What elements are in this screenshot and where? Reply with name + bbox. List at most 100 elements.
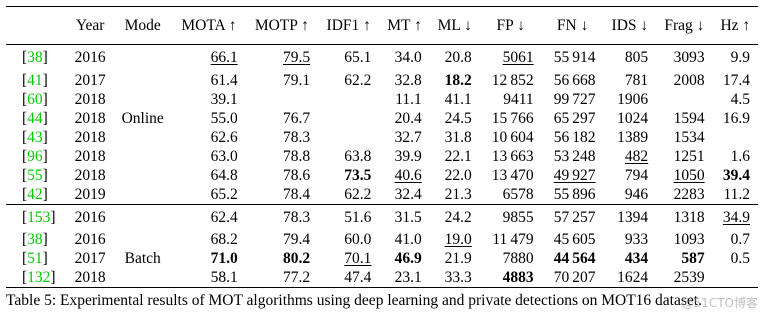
hz-cell: 0.5 [730, 250, 750, 267]
frag-cell: 1050 [673, 166, 705, 184]
citation-ref: [43] [22, 128, 48, 146]
header-mode: Mode [124, 17, 161, 34]
fn-cell: 55 914 [553, 49, 596, 67]
hz-cell: 17.4 [722, 71, 750, 89]
citation-link[interactable]: 38 [27, 231, 43, 248]
mota-cell: 62.6 [210, 128, 238, 146]
frag-cell: 2539 [673, 269, 705, 286]
citation-link[interactable]: 42 [27, 185, 43, 203]
ids-cell: 781 [624, 71, 649, 89]
motp-cell: 79.1 [282, 71, 311, 89]
fn-cell: 45 605 [553, 231, 596, 248]
frag-cell: 2008 [673, 71, 705, 89]
idf1-cell: 51.6 [344, 208, 372, 226]
citation-link[interactable]: 38 [27, 49, 43, 67]
fp-cell: 4883 [502, 269, 534, 286]
hz-cell [713, 268, 758, 288]
ids-cell: 933 [624, 231, 649, 248]
citation-link[interactable]: 51 [27, 250, 43, 267]
citation-link[interactable]: 132 [27, 269, 51, 286]
idf1-cell [318, 109, 379, 128]
header-year: Year [75, 17, 105, 34]
mota-cell: 64.8 [210, 166, 238, 184]
citation-link[interactable]: 96 [27, 147, 43, 165]
citation-link[interactable]: 43 [27, 128, 43, 146]
idf1-cell: 65.1 [344, 49, 372, 67]
ids-cell: 805 [624, 49, 649, 67]
idf1-cell: 62.2 [344, 185, 372, 203]
mota-cell: 55.0 [210, 109, 238, 127]
header-ml: ML ↓ [437, 17, 472, 34]
frag-cell: 587 [681, 250, 705, 267]
citation-ref: [51] [22, 250, 48, 267]
fn-cell: 65 297 [553, 109, 596, 127]
ml-cell: 22.0 [444, 166, 472, 184]
fp-cell: 6578 [502, 185, 534, 203]
header-fn: FN ↓ [556, 17, 589, 34]
results-table: Year Mode MOTA ↑ MOTP ↑ IDF1 ↑ MT ↑ ML ↓… [6, 6, 758, 288]
fn-cell: 49 927 [553, 166, 596, 184]
fn-cell: 70 207 [553, 269, 596, 286]
year-cell: 2018 [74, 128, 106, 146]
year-cell: 2017 [74, 250, 106, 267]
idf1-cell: 47.4 [344, 269, 372, 286]
mota-cell: 58.1 [210, 269, 238, 286]
mota-cell: 62.4 [210, 208, 238, 226]
ids-cell: 434 [624, 250, 649, 267]
motp-cell: 78.4 [282, 185, 311, 203]
ml-cell: 18.2 [444, 71, 472, 89]
idf1-cell: 73.5 [344, 166, 372, 184]
ids-cell: 482 [624, 147, 649, 165]
frag-cell: 1093 [673, 231, 705, 248]
mota-cell: 63.0 [210, 147, 238, 165]
hz-cell: 1.6 [730, 147, 750, 165]
mt-cell: 40.6 [394, 166, 422, 184]
citation-link[interactable]: 60 [27, 90, 43, 108]
fp-cell: 9855 [502, 208, 534, 226]
citation-ref: [42] [22, 185, 48, 203]
ml-cell: 24.2 [444, 208, 472, 226]
idf1-cell [318, 128, 379, 147]
citation-ref: [153] [22, 208, 56, 226]
idf1-cell [318, 90, 379, 109]
citation-link[interactable]: 41 [27, 71, 43, 89]
fn-cell: 44 564 [553, 250, 596, 267]
ml-cell: 31.8 [444, 128, 472, 146]
header-idf1: IDF1 ↑ [326, 17, 371, 34]
citation-ref: [44] [22, 109, 48, 127]
citation-link[interactable]: 55 [27, 166, 43, 184]
mt-cell: 32.4 [394, 185, 422, 203]
hz-cell: 0.7 [730, 231, 750, 248]
header-ref [6, 7, 67, 45]
frag-cell: 1594 [673, 109, 705, 127]
mode-cell: Batch [124, 250, 161, 267]
fp-cell: 7880 [502, 250, 534, 267]
year-cell: 2018 [74, 147, 106, 165]
mt-cell: 41.0 [394, 231, 422, 248]
year-cell: 2016 [74, 231, 106, 248]
header-motp: MOTP ↑ [254, 17, 309, 34]
motp-cell: 76.7 [282, 109, 311, 127]
motp-cell: 79.5 [282, 49, 311, 67]
header-mota: MOTA ↑ [181, 17, 237, 34]
ml-cell: 19.0 [444, 231, 472, 248]
citation-link[interactable]: 153 [27, 208, 51, 226]
citation-link[interactable]: 44 [27, 109, 43, 127]
year-cell: 2017 [74, 71, 106, 89]
fn-cell: 56 182 [553, 128, 596, 146]
mota-cell: 61.4 [210, 71, 238, 89]
results-table-container: Year Mode MOTA ↑ MOTP ↑ IDF1 ↑ MT ↑ ML ↓… [6, 6, 758, 288]
hz-cell: 4.5 [730, 90, 750, 108]
citation-ref: [60] [22, 90, 48, 108]
fp-cell: 15 766 [491, 109, 534, 127]
mota-cell: 66.1 [210, 49, 238, 67]
ml-cell: 41.1 [444, 90, 472, 108]
fn-cell: 53 248 [553, 147, 596, 165]
frag-cell: 1318 [673, 208, 705, 226]
mota-cell: 65.2 [210, 185, 238, 203]
